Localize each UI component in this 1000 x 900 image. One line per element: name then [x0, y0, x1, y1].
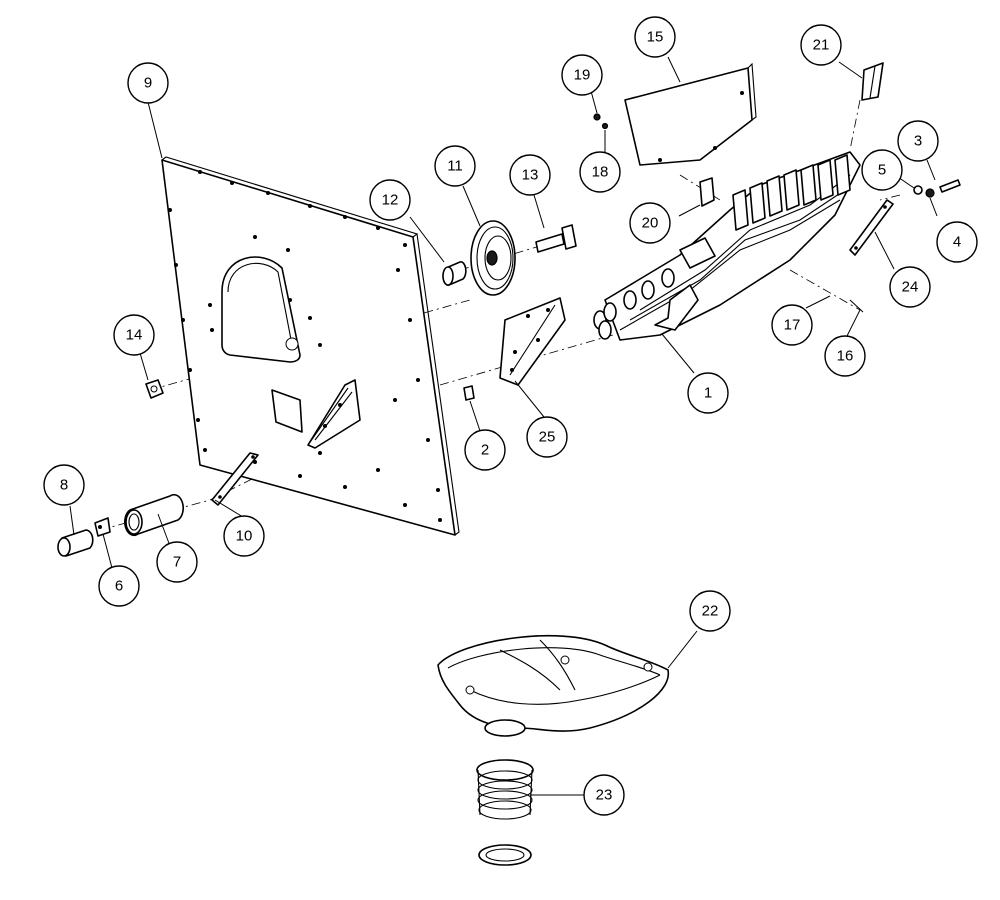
- small-block: [861, 62, 884, 101]
- callout-16: 16: [824, 335, 866, 377]
- callout-14-label: 14: [126, 327, 143, 344]
- callout-24: 24: [889, 266, 931, 308]
- nut: [145, 379, 164, 399]
- callout-19-label: 19: [574, 67, 591, 84]
- callout-3-label: 3: [914, 133, 922, 150]
- callout-6: 6: [98, 565, 140, 607]
- callout-20-label: 20: [642, 215, 659, 232]
- callout-10-label: 10: [236, 528, 253, 545]
- bracket-plate: [499, 297, 566, 386]
- rod: [211, 452, 259, 506]
- callout-25: 25: [526, 416, 568, 458]
- bushing: [57, 529, 94, 557]
- callout-15: 15: [634, 16, 676, 58]
- callout-2-label: 2: [481, 442, 489, 459]
- callout-19: 19: [561, 54, 603, 96]
- callout-8-label: 8: [60, 477, 68, 494]
- manifold-clip: [699, 177, 715, 207]
- callout-23: 23: [583, 774, 625, 816]
- callout-3: 3: [897, 120, 939, 162]
- pulley: [470, 220, 516, 296]
- callout-22-label: 22: [702, 603, 719, 620]
- callout-4-label: 4: [953, 234, 961, 251]
- callout-6-label: 6: [115, 578, 123, 595]
- callout-1-label: 1: [704, 385, 712, 402]
- callout-9: 9: [127, 62, 169, 104]
- manifold: [593, 151, 861, 341]
- hopper-tray: [437, 635, 670, 737]
- callout-21-label: 21: [813, 37, 830, 54]
- callout-13: 13: [509, 154, 551, 196]
- pin: [849, 299, 864, 313]
- screw-set: [593, 113, 609, 130]
- leader-lines: [69, 56, 938, 796]
- callout-16-label: 16: [837, 348, 854, 365]
- callout-14: 14: [113, 314, 155, 356]
- callout-23-label: 23: [596, 787, 613, 804]
- callout-10: 10: [223, 515, 265, 557]
- spacer: [442, 261, 467, 286]
- callout-21: 21: [800, 24, 842, 66]
- clip: [94, 517, 111, 537]
- fastener-set: [913, 179, 961, 198]
- callout-25-label: 25: [539, 429, 556, 446]
- cover-shield: [624, 62, 757, 166]
- callout-18: 18: [579, 151, 621, 193]
- callout-11: 11: [434, 145, 476, 187]
- callout-18-label: 18: [592, 164, 609, 181]
- callout-17: 17: [771, 304, 813, 346]
- callout-7-label: 7: [173, 554, 181, 571]
- callout-20: 20: [629, 202, 671, 244]
- flex-hose: [476, 759, 534, 866]
- callout-22: 22: [689, 590, 731, 632]
- callout-12: 12: [369, 179, 411, 221]
- callout-12-label: 12: [382, 192, 399, 209]
- callout-9-label: 9: [144, 75, 152, 92]
- strap: [849, 199, 894, 256]
- mounting-plate: [161, 156, 460, 536]
- callout-4: 4: [936, 221, 978, 263]
- hinge-bracket: [307, 379, 361, 455]
- callout-11-label: 11: [447, 158, 463, 175]
- callout-1: 1: [687, 372, 729, 414]
- callout-17-label: 17: [784, 317, 801, 334]
- callouts: 1 2 3 4 5 6 7 8: [43, 16, 978, 816]
- callout-15-label: 15: [647, 29, 664, 46]
- sleeve: [123, 493, 185, 537]
- bolt: [535, 224, 577, 253]
- plate-holes: [168, 170, 442, 522]
- callout-7: 7: [156, 541, 198, 583]
- small-clip: [463, 385, 475, 401]
- callout-13-label: 13: [522, 167, 539, 184]
- callout-2: 2: [464, 429, 506, 471]
- callout-5: 5: [861, 149, 903, 191]
- small-bracket-plate: [271, 389, 303, 433]
- callout-8: 8: [43, 464, 85, 506]
- callout-5-label: 5: [878, 162, 886, 179]
- callout-24-label: 24: [902, 279, 919, 296]
